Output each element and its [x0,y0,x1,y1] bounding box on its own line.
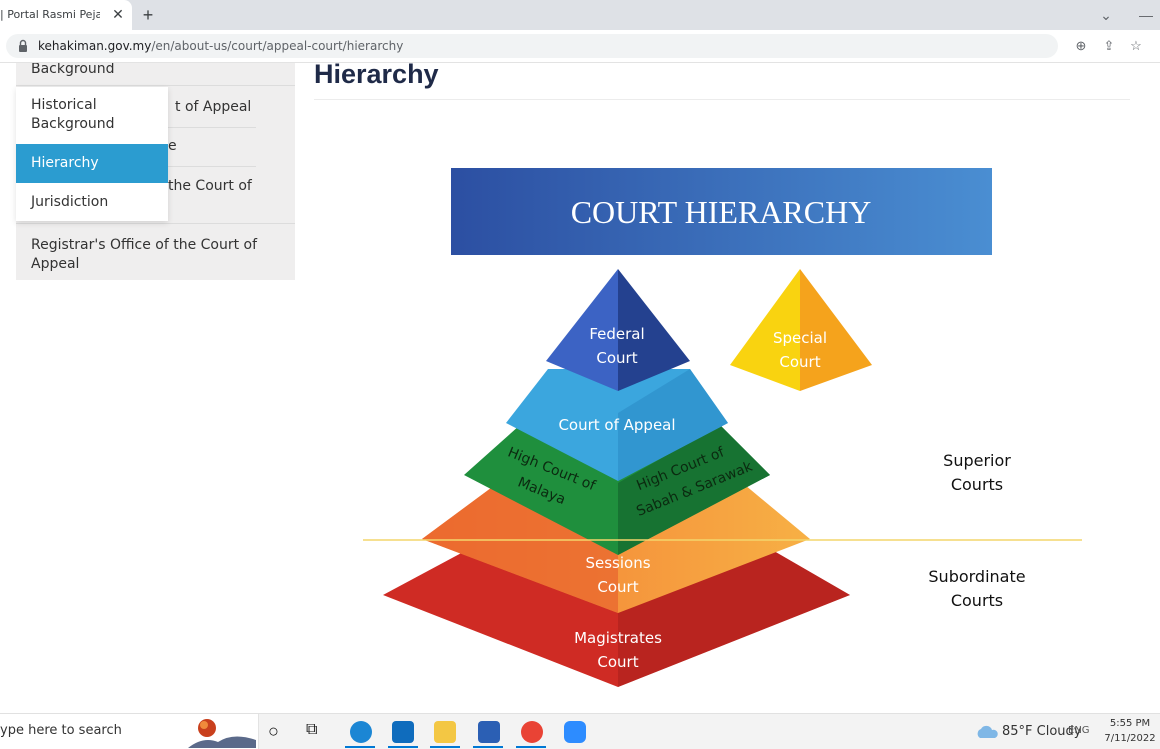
submenu-item-label: Jurisdiction [31,194,109,210]
share-icon[interactable]: ⇪ [1103,38,1115,53]
active-indicator [473,746,503,748]
taskbar-search-box[interactable]: ype here to search [0,714,259,749]
cloud-icon [977,725,998,738]
superior-courts-label-2: Courts [951,475,1003,494]
submenu-item-historical-background[interactable]: Historical Background [16,87,168,143]
sessions-court-label-1: Sessions [585,554,650,572]
submenu-item-label: Historical [31,97,97,113]
magistrates-court-label-2: Court [597,653,638,671]
active-indicator [345,746,375,748]
federal-court-label-2: Court [596,349,637,367]
minimize-button[interactable]: — [1139,7,1153,23]
sessions-tier-shade [422,485,618,613]
special-court-left [730,269,800,391]
special-court-label-1: Special [773,329,827,347]
task-view-icon[interactable]: ⧉ [306,721,318,738]
submenu-item-jurisdiction[interactable]: Jurisdiction [16,183,168,221]
sidebar-item-registrar-line1[interactable]: Registrar's Office of the Court of [31,237,258,253]
sidebar-item-structure[interactable]: e [168,138,177,154]
search-input[interactable]: ype here to search [0,723,122,738]
url-text: kehakiman.gov.my/en/about-us/court/appea… [38,38,403,54]
system-clock[interactable]: 5:55 PM 7/11/2022 [1104,716,1156,746]
special-court-right [800,269,872,391]
new-tab-button[interactable]: + [142,5,154,25]
submenu-dropdown: Historical Background Hierarchy Jurisdic… [16,87,168,221]
url-path: /en/about-us/court/appeal-court/hierarch… [151,39,404,53]
close-icon[interactable]: ✕ [112,6,124,22]
lock-icon [19,39,27,52]
sidebar-item-registrar-line2[interactable]: Appeal [31,256,80,272]
subordinate-courts-label-2: Courts [951,591,1003,610]
submenu-item-label: Background [31,116,115,132]
windows-taskbar: ype here to search ○ ⧉ 85°F Cloudy ENG 5… [0,713,1160,749]
court-hierarchy-diagram: COURT HIERARCHY Federal Court Special Co… [363,168,1082,687]
divider [16,223,295,224]
active-indicator [516,746,546,748]
tab-title: | Portal Rasmi Pejabat K [0,8,100,21]
language-indicator[interactable]: ENG [1068,725,1090,736]
active-indicator [430,746,460,748]
outlook-icon[interactable] [392,721,414,743]
browser-tab[interactable]: | Portal Rasmi Pejabat K ✕ [0,0,132,30]
divider [16,85,295,86]
special-court-label-2: Court [779,353,820,371]
banner-box [451,168,992,255]
sidebar-item-judges[interactable]: the Court of [168,178,252,194]
web-page: Background t of Appeal e the Court of Re… [0,63,1160,713]
federal-court-left [546,269,618,391]
clock-time: 5:55 PM [1109,718,1151,729]
magistrates-tier-shade [618,543,850,687]
divider [168,127,256,128]
federal-court-label-1: Federal [589,325,644,343]
court-of-appeal-label: Court of Appeal [558,416,675,434]
address-bar: kehakiman.gov.my/en/about-us/court/appea… [0,30,1160,63]
edge-icon[interactable] [350,721,372,743]
chrome-icon[interactable] [521,721,543,743]
sessions-court-label-2: Court [597,578,638,596]
magistrates-court-label-1: Magistrates [574,629,662,647]
zoom-icon[interactable]: ⊕ [1075,38,1087,53]
url-host: kehakiman.gov.my [38,39,152,53]
tab-strip: | Portal Rasmi Pejabat K ✕ + ⌄ — [0,0,1160,30]
bookmark-star-icon[interactable]: ☆ [1130,38,1142,53]
active-indicator [388,746,418,748]
divider [168,166,256,167]
superior-courts-label-1: Superior [943,451,1011,470]
submenu-item-label: Hierarchy [31,155,99,171]
word-icon[interactable] [478,721,500,743]
clock-date: 7/11/2022 [1104,733,1156,744]
chevron-down-icon[interactable]: ⌄ [1100,7,1112,23]
submenu-item-hierarchy[interactable]: Hierarchy [16,144,168,183]
court-of-appeal-tier-shade [618,369,728,481]
weather-text[interactable]: 85°F Cloudy [1002,724,1082,739]
high-court-tier-shade [618,425,770,555]
page-title: Hierarchy [314,63,439,89]
title-divider [314,99,1130,100]
sidebar-item-background[interactable]: Background [31,63,115,77]
zoom-app-icon[interactable] [564,721,586,743]
search-highlight-icon [188,719,256,748]
cortana-icon[interactable]: ○ [268,721,279,741]
url-input[interactable]: kehakiman.gov.my/en/about-us/court/appea… [6,34,1058,58]
file-explorer-icon[interactable] [434,721,456,743]
banner-title: COURT HIERARCHY [571,194,872,230]
subordinate-courts-label-1: Subordinate [928,567,1025,586]
federal-court-right [618,269,690,391]
sidebar-item-court-of-appeal[interactable]: t of Appeal [175,99,252,115]
